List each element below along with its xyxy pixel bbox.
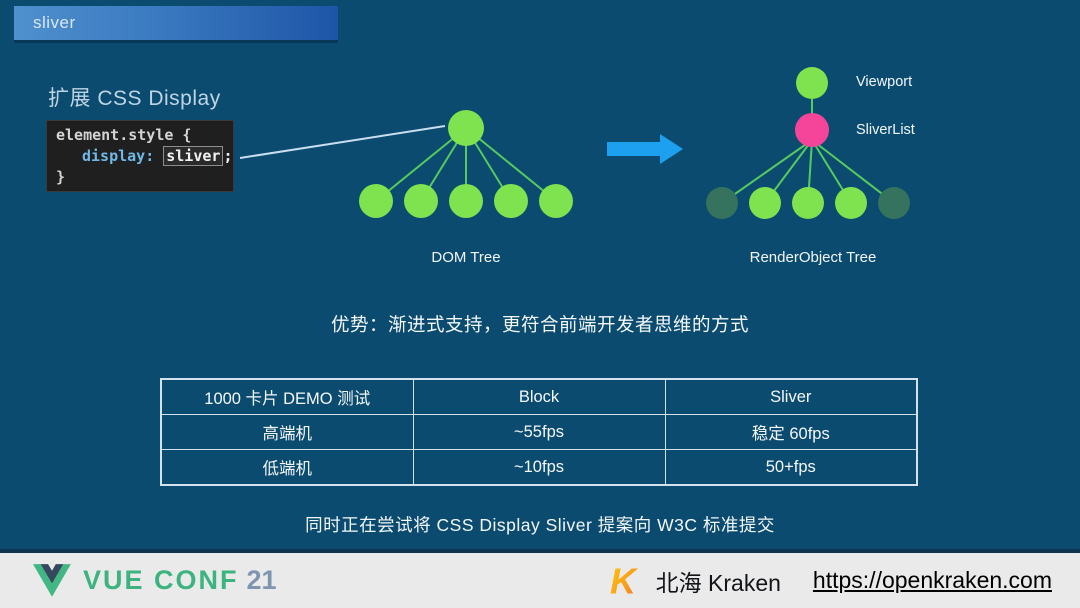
renderobject-tree-edges bbox=[721, 99, 895, 204]
renderobject-child-nodes bbox=[706, 187, 910, 219]
table-cell: 低端机 bbox=[160, 449, 414, 486]
slide-section-tab: sliver bbox=[14, 6, 338, 40]
benchmark-table: 1000 卡片 DEMO 测试 Block Sliver 高端机 ~55fps … bbox=[160, 378, 918, 486]
footer-divider bbox=[0, 549, 1080, 553]
kraken-name-text: 北海 Kraken bbox=[655, 569, 781, 596]
table-header-block: Block bbox=[412, 378, 666, 415]
code-close-brace: } bbox=[56, 168, 66, 186]
code-value-sliver: sliver bbox=[163, 146, 224, 166]
advantage-text: 优势：渐进式支持，更符合前端开发者思维的方式 bbox=[330, 314, 749, 335]
footer-conference: VUE CONF 21 bbox=[33, 564, 277, 597]
code-line-selector: element.style { bbox=[56, 125, 233, 146]
vueconf-brand-text: VUE CONF bbox=[83, 565, 239, 595]
dom-tree-edges bbox=[375, 127, 557, 202]
w3c-proposal-text: 同时正在尝试将 CSS Display Sliver 提案向 W3C 标准提交 bbox=[305, 515, 775, 535]
code-to-dom-connector-line bbox=[239, 125, 446, 159]
table-row: 高端机 ~55fps 稳定 60fps bbox=[160, 414, 918, 450]
footer-bar: VUE CONF 21 K 北海 Kraken https://openkrak… bbox=[0, 553, 1080, 608]
table-cell: ~10fps bbox=[412, 449, 666, 486]
css-code-block: element.style { display: sliver; } bbox=[46, 120, 234, 192]
table-row: 低端机 ~10fps 50+fps bbox=[160, 449, 918, 486]
viewport-node-label: Viewport bbox=[856, 74, 913, 90]
code-line-close: } bbox=[56, 167, 233, 188]
vue-logo-icon bbox=[33, 564, 71, 597]
renderobject-tree-label: RenderObject Tree bbox=[749, 249, 877, 266]
table-header-sliver: Sliver bbox=[664, 378, 918, 415]
kraken-logo-icon: K bbox=[610, 561, 639, 601]
table-cell: 高端机 bbox=[160, 414, 414, 450]
page-title: 扩展 CSS Display bbox=[48, 87, 221, 110]
right-arrow-icon bbox=[607, 134, 683, 164]
table-cell: ~55fps bbox=[412, 414, 666, 450]
table-header-demo: 1000 卡片 DEMO 测试 bbox=[160, 378, 414, 415]
code-property: display: bbox=[82, 147, 155, 165]
dom-tree-root-node bbox=[448, 110, 484, 146]
viewport-node bbox=[796, 67, 828, 99]
dom-tree-child-nodes bbox=[359, 184, 573, 218]
slide-section-tab-label: sliver bbox=[33, 13, 76, 32]
table-header-row: 1000 卡片 DEMO 测试 Block Sliver bbox=[160, 378, 918, 415]
table-cell: 50+fps bbox=[664, 449, 918, 486]
code-semicolon: ; bbox=[223, 147, 233, 165]
svg-text:K: K bbox=[610, 561, 639, 601]
sliverlist-node-label: SliverList bbox=[856, 122, 915, 138]
footer-kraken: K 北海 Kraken https://openkraken.com bbox=[610, 561, 1052, 601]
code-selector: element.style { bbox=[56, 126, 192, 144]
code-line-declaration: display: sliver; bbox=[56, 146, 233, 167]
kraken-url-link[interactable]: https://openkraken.com bbox=[812, 567, 1052, 593]
vueconf-year-text: 21 bbox=[246, 565, 277, 595]
dom-tree-label: DOM Tree bbox=[431, 249, 501, 266]
sliverlist-node bbox=[795, 113, 829, 147]
table-cell: 稳定 60fps bbox=[664, 414, 918, 450]
